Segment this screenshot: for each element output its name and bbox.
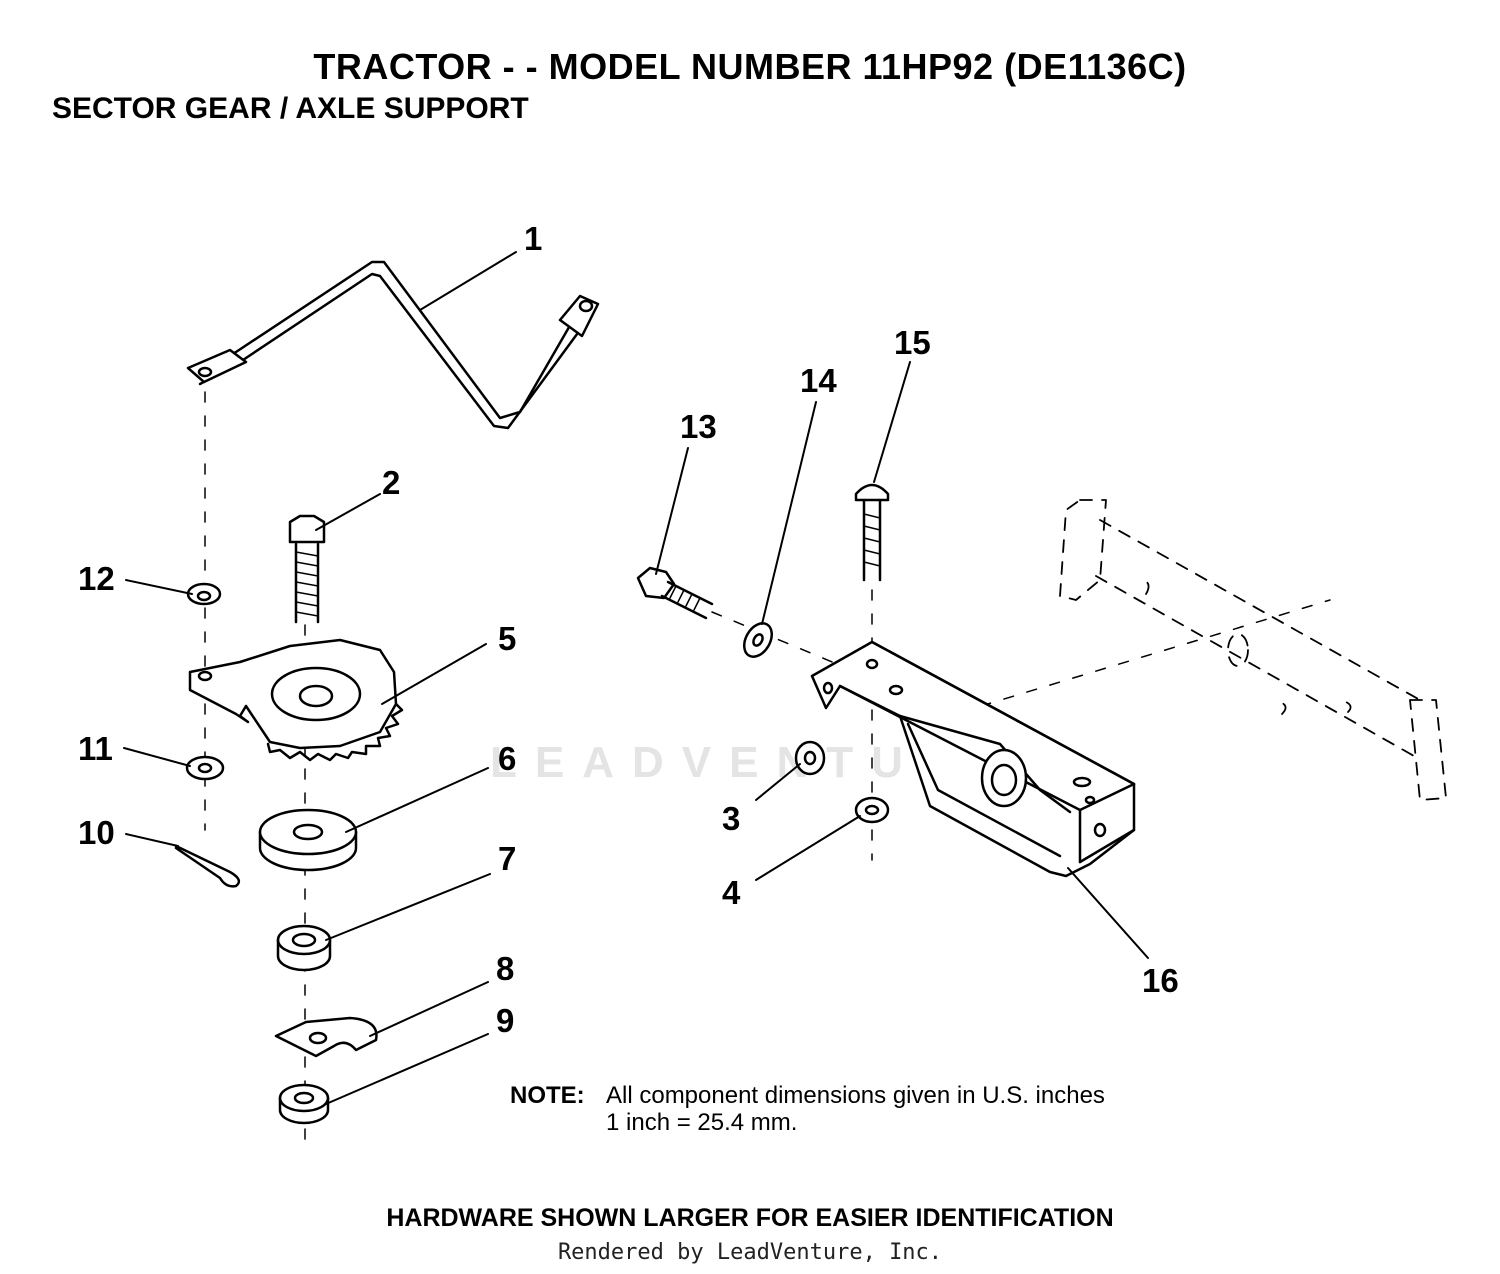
part-7-nut [276,924,332,972]
part-5-sector-gear [188,638,404,762]
callout-8: 8 [496,950,514,987]
note-block: NOTE: All component dimensions given in U… [510,1082,1105,1136]
diagram-title: TRACTOR - - MODEL NUMBER 11HP92 (DE1136C… [313,46,1187,87]
callout-9: 9 [496,1002,514,1039]
part-15-carriage-bolt [854,483,890,582]
callout-3: 3 [722,800,740,837]
part-11-washer [185,755,225,781]
part-1-drag-link [186,260,600,430]
part-6-spacer [258,808,358,872]
callout-2: 2 [382,464,400,501]
diagram-subtitle: SECTOR GEAR / AXLE SUPPORT [52,92,529,125]
callout-12: 12 [78,560,115,597]
callout-5: 5 [498,620,516,657]
part-4-nut [854,796,890,824]
callout-13: 13 [680,408,717,445]
callout-15: 15 [894,324,931,361]
part-10-cotter-pin [174,844,241,888]
callout-7: 7 [498,840,516,877]
callout-14: 14 [800,362,837,399]
callout-10: 10 [78,814,115,851]
footer-hardware-note: HARDWARE SHOWN LARGER FOR EASIER IDENTIF… [386,1204,1114,1232]
part-2-bolt [288,514,326,624]
note-line-2: 1 inch = 25.4 mm. [606,1109,798,1136]
render-credit: Rendered by LeadVenture, Inc. [557,1240,943,1265]
phantom-axle [1059,499,1447,801]
callout-1: 1 [524,220,542,257]
callout-6: 6 [498,740,516,777]
callout-4: 4 [722,874,741,911]
part-8-strap [274,1016,378,1058]
note-label: NOTE: [510,1082,585,1109]
callout-16: 16 [1142,962,1179,999]
part-16-axle-support [810,640,1136,878]
note-line-1: All component dimensions given in U.S. i… [606,1082,1105,1109]
part-13-bolt [636,566,714,620]
callout-11: 11 [78,730,113,767]
part-3-nut [794,740,826,776]
part-9-nut [278,1083,330,1125]
part-14-washer [743,622,773,658]
